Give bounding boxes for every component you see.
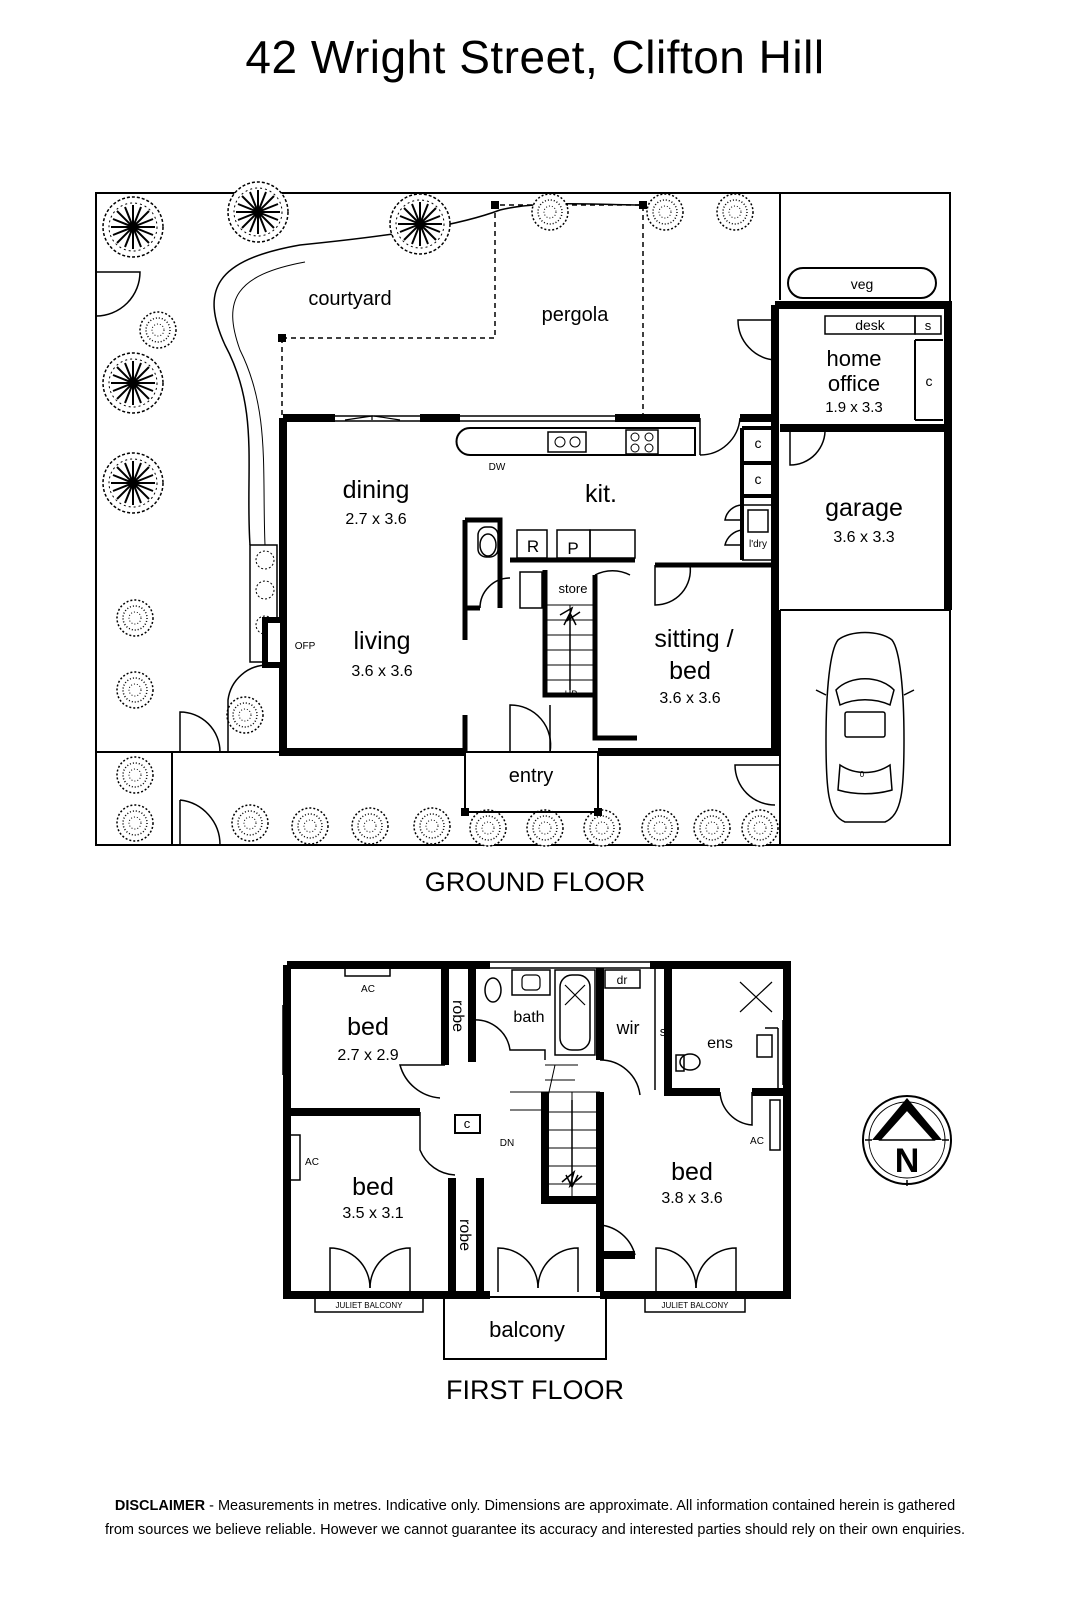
laundry-label: l'dry bbox=[749, 539, 767, 550]
office-storage-s-label: s bbox=[925, 318, 932, 333]
desk-label: desk bbox=[855, 317, 886, 333]
robe-1-label: robe bbox=[449, 1000, 466, 1032]
kitchen-label: kit. bbox=[585, 480, 617, 508]
ensuite-label: ens bbox=[707, 1035, 733, 1052]
cupboard-1-label: c bbox=[755, 435, 762, 451]
juliet-balcony-right-label: JULIET BALCONY bbox=[662, 1301, 730, 1310]
bed3-dimensions: 3.8 x 3.6 bbox=[661, 1190, 722, 1207]
office-cupboard-label: c bbox=[926, 373, 933, 389]
garage-label: garage bbox=[825, 494, 903, 522]
car-icon bbox=[815, 631, 915, 823]
fridge-label: R bbox=[527, 537, 539, 556]
pantry-label: P bbox=[567, 539, 578, 558]
dining-label: dining bbox=[343, 476, 410, 504]
entry-label: entry bbox=[509, 765, 553, 787]
disclaimer-line-2: from sources we believe reliable. Howeve… bbox=[105, 1522, 965, 1538]
sitting-label-1: sitting / bbox=[654, 625, 733, 653]
bed2-label: bed bbox=[352, 1173, 394, 1201]
dining-dimensions: 2.7 x 3.6 bbox=[345, 511, 406, 528]
linen-cupboard-label: c bbox=[464, 1116, 471, 1131]
first-floor-label: FIRST FLOOR bbox=[445, 1375, 625, 1405]
shelf-label: s bbox=[660, 1024, 667, 1039]
bed3-label: bed bbox=[671, 1158, 713, 1186]
courtyard-label: courtyard bbox=[308, 288, 391, 310]
ground-floor-plan bbox=[95, 181, 952, 847]
first-floor-plan bbox=[282, 961, 791, 1360]
veg-label: veg bbox=[851, 276, 874, 292]
living-label: living bbox=[354, 627, 411, 655]
store-label: store bbox=[559, 581, 588, 596]
ground-floor-label: GROUND FLOOR bbox=[424, 867, 646, 897]
stair-down-label: DN bbox=[500, 1138, 514, 1149]
page-title: 42 Wright Street, Clifton Hill bbox=[245, 31, 825, 83]
cupboard-2-label: c bbox=[755, 471, 762, 487]
disclaimer: DISCLAIMER - Measurements in metres. Ind… bbox=[40, 1494, 1030, 1542]
bed1-ac-label: AC bbox=[361, 984, 375, 995]
home-office-label-2: office bbox=[828, 371, 880, 396]
bed2-ac-label: AC bbox=[305, 1157, 319, 1168]
bath-label: bath bbox=[513, 1009, 544, 1026]
drawers-label: dr bbox=[617, 973, 628, 987]
north-compass-icon: N bbox=[862, 1095, 952, 1186]
disclaimer-line-1: - Measurements in metres. Indicative onl… bbox=[205, 1498, 956, 1514]
living-dimensions: 3.6 x 3.6 bbox=[351, 663, 412, 680]
bed3-ac-label: AC bbox=[750, 1136, 764, 1147]
home-office-label-1: home bbox=[826, 346, 881, 371]
bed1-label: bed bbox=[347, 1013, 389, 1041]
compass-north-label: N bbox=[895, 1142, 920, 1180]
disclaimer-heading: DISCLAIMER bbox=[114, 1498, 206, 1514]
home-office-dimensions: 1.9 x 3.3 bbox=[825, 399, 883, 416]
wir-label: wir bbox=[616, 1018, 640, 1038]
stair-up-label: UP bbox=[565, 689, 578, 699]
juliet-balcony-left-label: JULIET BALCONY bbox=[336, 1301, 404, 1310]
balcony-label: balcony bbox=[489, 1317, 565, 1342]
garage-dimensions: 3.6 x 3.3 bbox=[833, 529, 894, 546]
sitting-dimensions: 3.6 x 3.6 bbox=[659, 690, 720, 707]
open-fireplace-label: OFP bbox=[295, 641, 316, 652]
bed2-dimensions: 3.5 x 3.1 bbox=[342, 1205, 403, 1222]
pergola-label: pergola bbox=[542, 304, 610, 326]
car-mark-label: 0 bbox=[860, 770, 865, 779]
bed1-dimensions: 2.7 x 2.9 bbox=[337, 1047, 398, 1064]
dishwasher-label: DW bbox=[489, 462, 506, 473]
robe-2-label: robe bbox=[456, 1219, 473, 1251]
sitting-label-2: bed bbox=[669, 657, 711, 685]
